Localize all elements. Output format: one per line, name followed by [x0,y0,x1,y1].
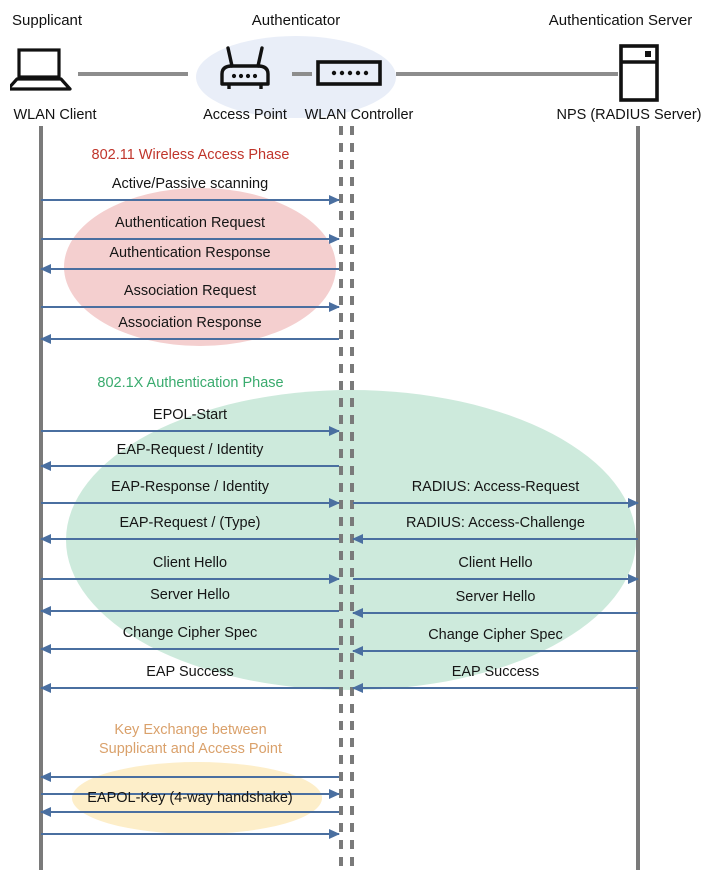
actor-device-wlan-client: WLAN Client [13,107,97,123]
arrow-shaft [41,199,339,201]
arrow-head-left-icon [40,264,51,274]
phase-heading-key-exchange-line1: Key Exchange between [114,722,267,738]
arrow-head-right-icon [329,302,340,312]
message-label: EAPOL-Key (4-way handshake) [87,790,293,806]
message-label: EAP-Request / Identity [116,442,264,458]
message-label: Authentication Response [109,245,271,261]
message-label: RADIUS: Access-Request [411,479,580,495]
arrow-shaft [353,650,638,652]
arrow-shaft [41,502,339,504]
message-label: Server Hello [150,587,230,603]
arrow-shaft [353,502,638,504]
phase-ellipse-wireless-access [64,188,336,346]
lifeline-supplicant [39,126,43,870]
arrow-head-right-icon [628,498,639,508]
arrow-head-right-icon [329,195,340,205]
phase-heading-wireless-access: 802.11 Wireless Access Phase [91,147,290,163]
arrow-head-left-icon [40,807,51,817]
arrow-shaft [353,578,638,580]
phase-ellipse-key-exchange [72,762,322,834]
arrow-shaft [353,538,638,540]
message-label: EAP-Response / Identity [111,479,269,495]
lifeline-access-point [339,126,343,870]
arrow-head-right-icon [329,426,340,436]
arrow-head-left-icon [40,644,51,654]
arrow-head-right-icon [329,498,340,508]
arrow-shaft [41,648,339,650]
arrow-shaft [353,687,638,689]
link-controller-nps [396,72,618,76]
arrow-shaft [41,610,339,612]
arrow-shaft [353,612,638,614]
arrow-head-left-icon [352,608,363,618]
arrow-head-right-icon [628,574,639,584]
arrow-shaft [41,793,339,795]
actor-device-nps: NPS (RADIUS Server) [556,107,702,123]
phase-heading-dot1x: 802.1X Authentication Phase [97,375,284,391]
actor-device-wlan-controller: WLAN Controller [304,107,414,123]
arrow-head-right-icon [329,234,340,244]
message-label: EAP Success [451,664,540,680]
actor-device-access-point: Access Point [203,107,287,123]
arrow-shaft [41,268,339,270]
message-label: Association Request [123,283,257,299]
arrow-shaft [41,776,339,778]
message-label: EAP Success [146,664,234,680]
arrow-shaft [41,238,339,240]
server-rack-icon [618,44,660,102]
wireless-router-icon [214,44,276,92]
arrow-head-left-icon [40,334,51,344]
arrow-head-left-icon [352,683,363,693]
arrow-shaft [41,811,339,813]
arrow-shaft [41,465,339,467]
arrow-head-left-icon [40,606,51,616]
lifeline-wlan-controller [350,126,354,870]
arrow-shaft [41,338,339,340]
link-client-ap [78,72,188,76]
arrow-head-right-icon [329,574,340,584]
message-label: Association Response [118,315,262,331]
network-switch-icon [316,60,382,86]
arrow-head-left-icon [352,646,363,656]
laptop-icon [10,48,72,92]
message-label: Client Hello [458,555,533,571]
arrow-head-left-icon [40,772,51,782]
arrow-head-left-icon [40,461,51,471]
message-label: Authentication Request [115,215,265,231]
arrow-head-left-icon [40,683,51,693]
message-label: EAP-Request / (Type) [119,515,261,531]
arrow-head-right-icon [329,829,340,839]
arrow-shaft [41,833,339,835]
arrow-shaft [41,306,339,308]
arrow-head-left-icon [352,534,363,544]
message-label: Server Hello [455,589,536,605]
message-label: Change Cipher Spec [122,625,258,641]
arrow-shaft [41,430,339,432]
message-label: Change Cipher Spec [428,627,563,643]
arrow-shaft [41,578,339,580]
message-label: Active/Passive scanning [111,176,269,192]
actor-role-authenticator: Authenticator [251,12,341,29]
message-label: Client Hello [152,555,228,571]
actor-role-supplicant: Supplicant [12,12,83,29]
message-label: EPOL-Start [152,407,228,423]
arrow-head-left-icon [40,534,51,544]
message-label: RADIUS: Access-Challenge [406,515,585,531]
arrow-head-right-icon [329,789,340,799]
phase-heading-key-exchange-line2: Supplicant and Access Point [99,741,282,757]
arrow-shaft [41,687,339,689]
actor-role-auth-server: Authentication Server [548,12,693,29]
arrow-shaft [41,538,339,540]
link-ap-controller [292,72,312,76]
